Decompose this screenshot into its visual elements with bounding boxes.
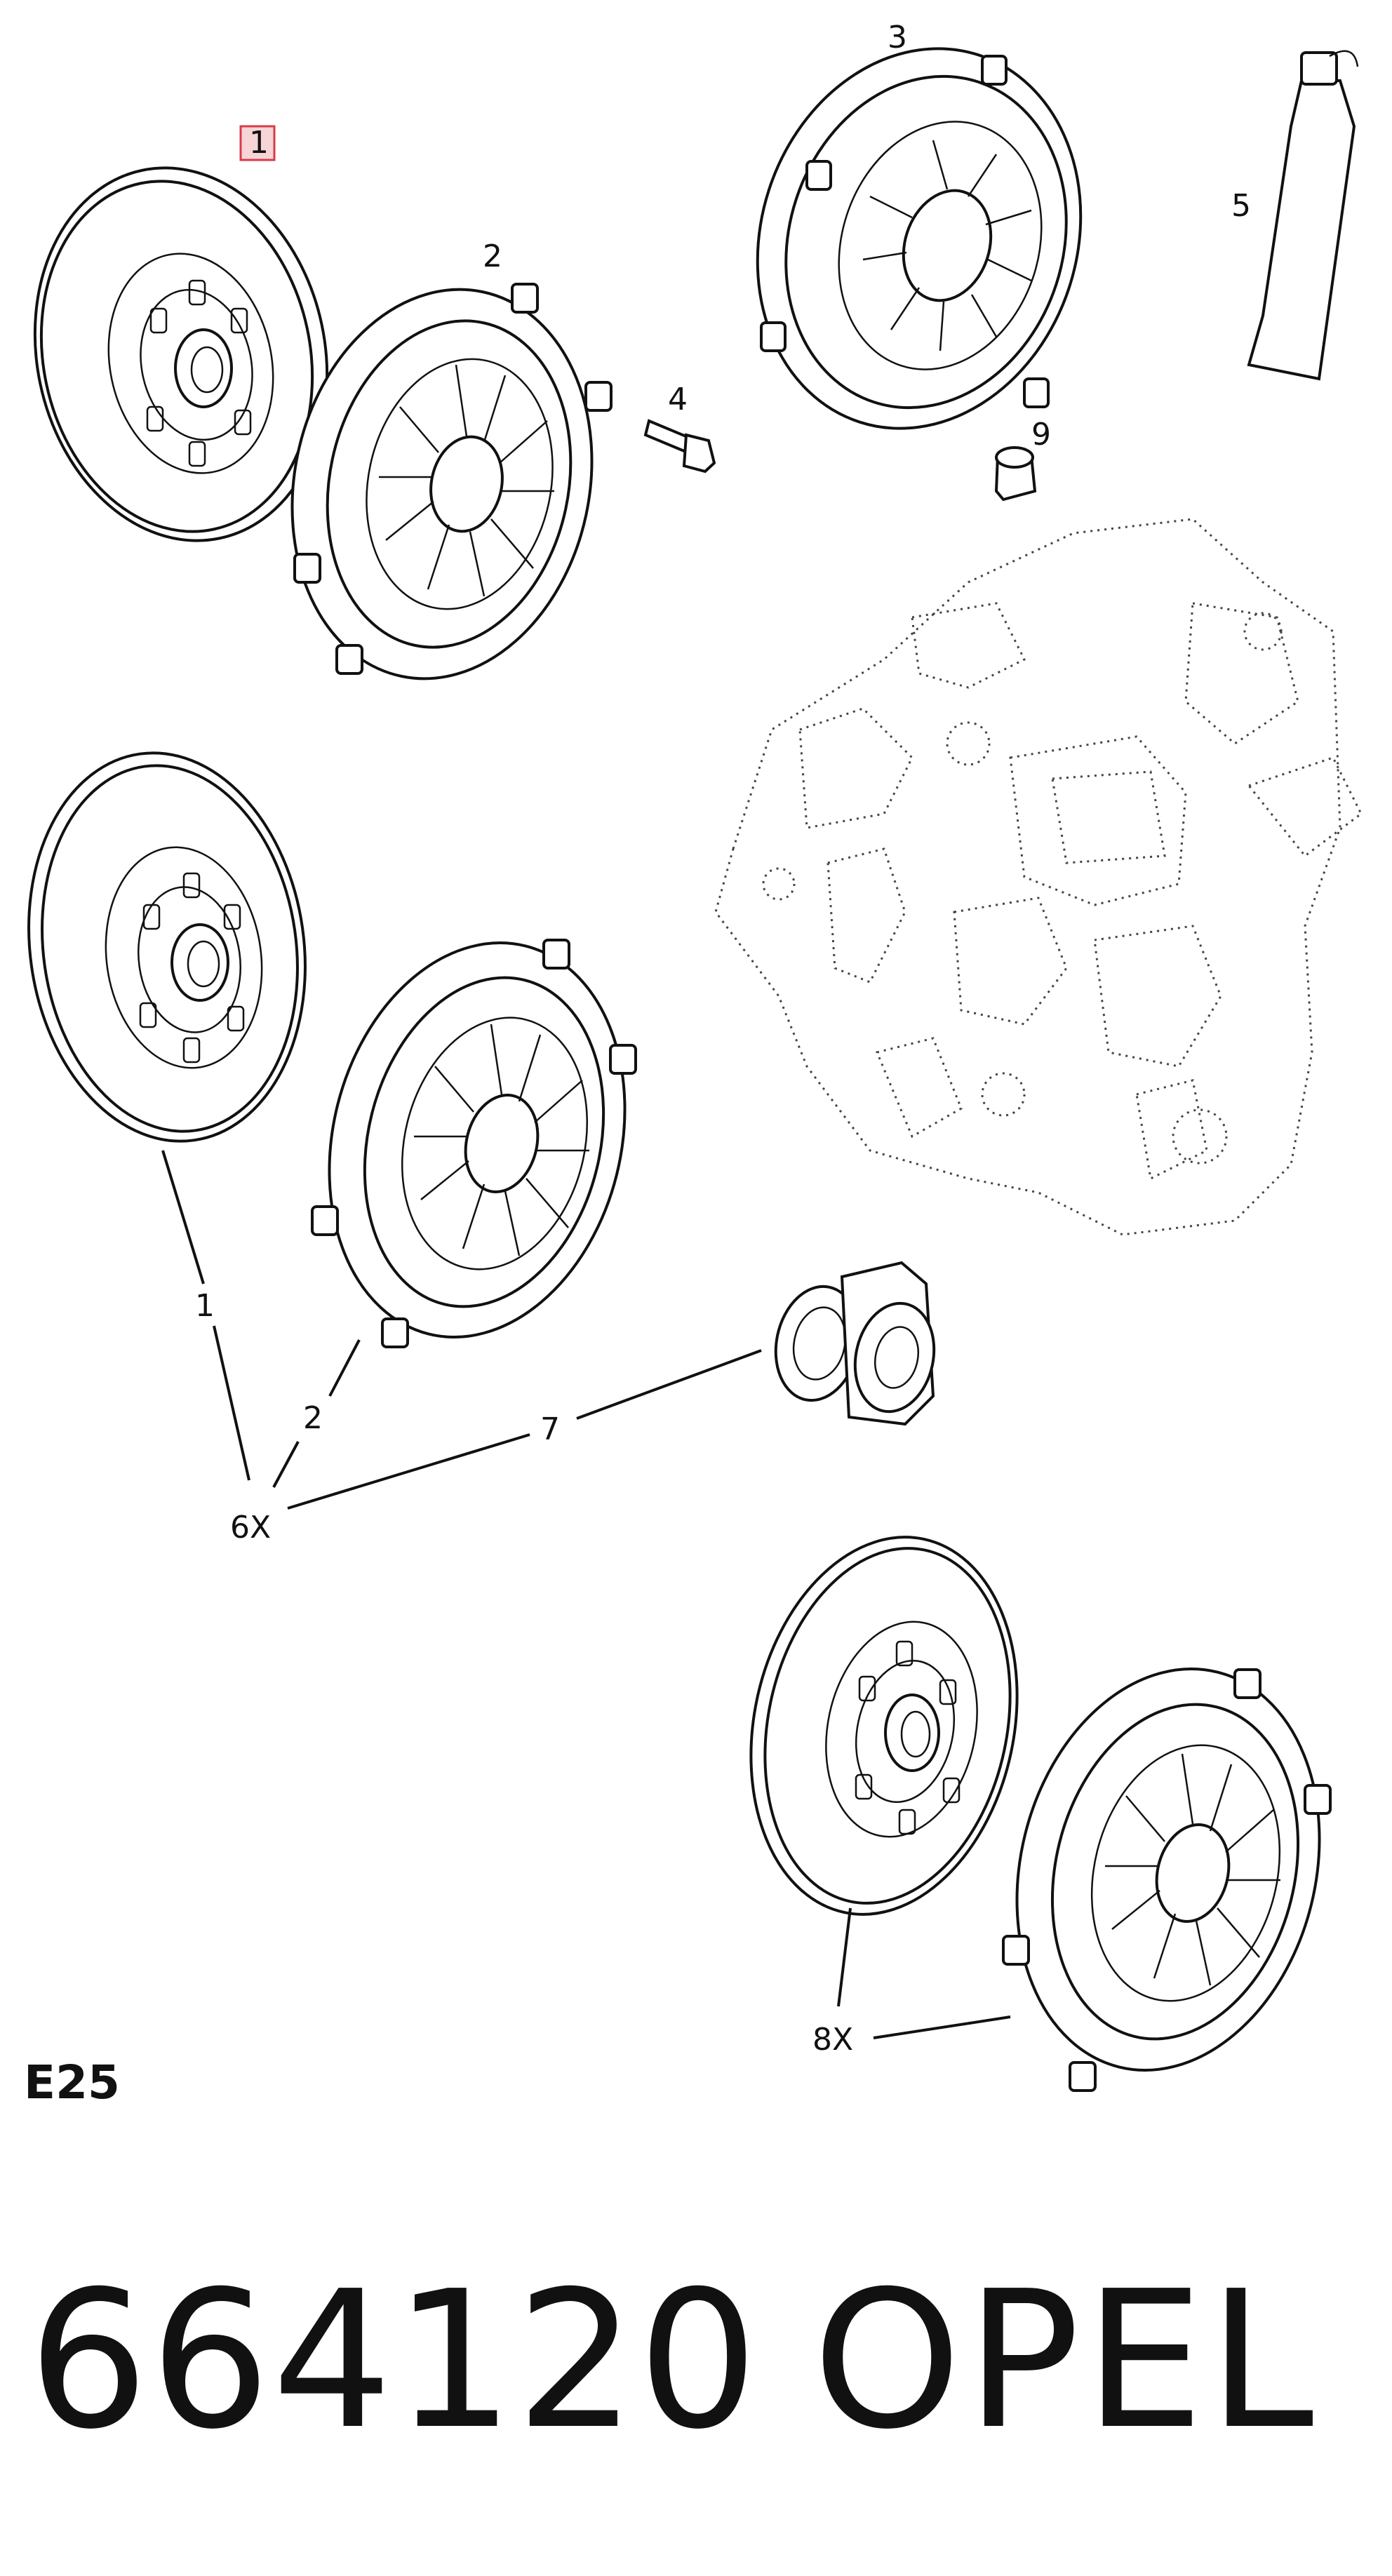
callout-bolt[interactable]: 4 [668, 382, 688, 417]
callout-release-bearing[interactable]: 7 [540, 1411, 560, 1447]
clutch-cover-bottom[interactable] [976, 1637, 1360, 2102]
pressure-plate[interactable] [709, 6, 1129, 471]
callout-kit-8x[interactable]: 8X [812, 2022, 853, 2058]
clutch-cover-middle[interactable] [289, 911, 665, 1369]
bolt[interactable] [643, 419, 716, 474]
brand-name: OPEL [812, 2250, 1318, 2471]
callout-grease-tube[interactable]: 5 [1231, 188, 1251, 224]
clutch-disc-middle[interactable] [4, 735, 330, 1160]
clutch-disc-bottom[interactable] [717, 1512, 1050, 1939]
clutch-disc-top[interactable] [1, 140, 361, 568]
clutch-cover-top[interactable] [257, 261, 627, 706]
grease-tube[interactable] [1247, 50, 1359, 381]
callout-top-disc[interactable]: 1 [249, 125, 269, 161]
callout-mid-disc[interactable]: 1 [195, 1288, 215, 1324]
gearbox-housing-outline [714, 518, 1363, 1236]
pilot-bushing[interactable] [994, 446, 1037, 502]
callout-mid-cover[interactable]: 2 [303, 1400, 323, 1436]
callout-kit-6x[interactable]: 6X [230, 1510, 271, 1545]
callout-pressure-plate[interactable]: 3 [888, 20, 907, 55]
callout-top-cover[interactable]: 2 [483, 239, 502, 274]
callout-bushing[interactable]: 9 [1031, 417, 1051, 452]
highlight-box [239, 125, 276, 161]
part-number: 664120 [28, 2250, 760, 2471]
release-bearing[interactable] [765, 1261, 944, 1426]
leader-lines [161, 1150, 1011, 2039]
section-code: E25 [24, 2055, 120, 2109]
